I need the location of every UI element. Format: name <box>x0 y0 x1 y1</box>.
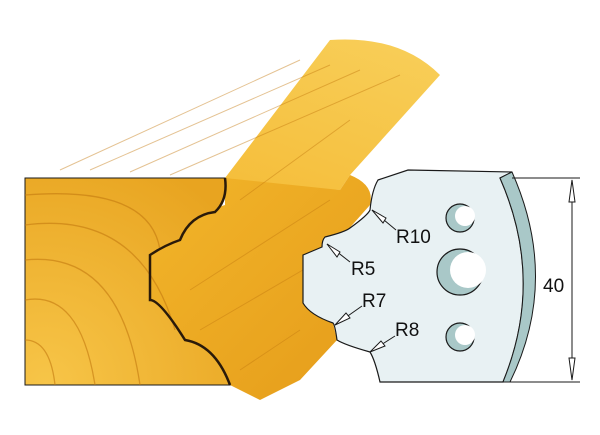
height-dimension <box>505 177 580 383</box>
radius-leaders <box>326 209 397 353</box>
dimension-arrow-down <box>568 357 576 381</box>
wood-grain-lines <box>59 59 401 371</box>
wood-top-face <box>25 39 440 190</box>
radius-label-r7: R7 <box>362 291 386 312</box>
radius-label-r10: R10 <box>396 227 431 248</box>
radius-label-r8: R8 <box>395 320 419 341</box>
wood-profile-outline <box>148 177 232 386</box>
dimension-label: 40 <box>543 276 564 297</box>
knife-mounting-holes <box>436 203 486 352</box>
growth-rings <box>24 193 176 386</box>
dimension-arrow-up <box>568 179 576 203</box>
radius-label-r5: R5 <box>351 259 375 280</box>
wood-profile-face <box>150 175 371 400</box>
